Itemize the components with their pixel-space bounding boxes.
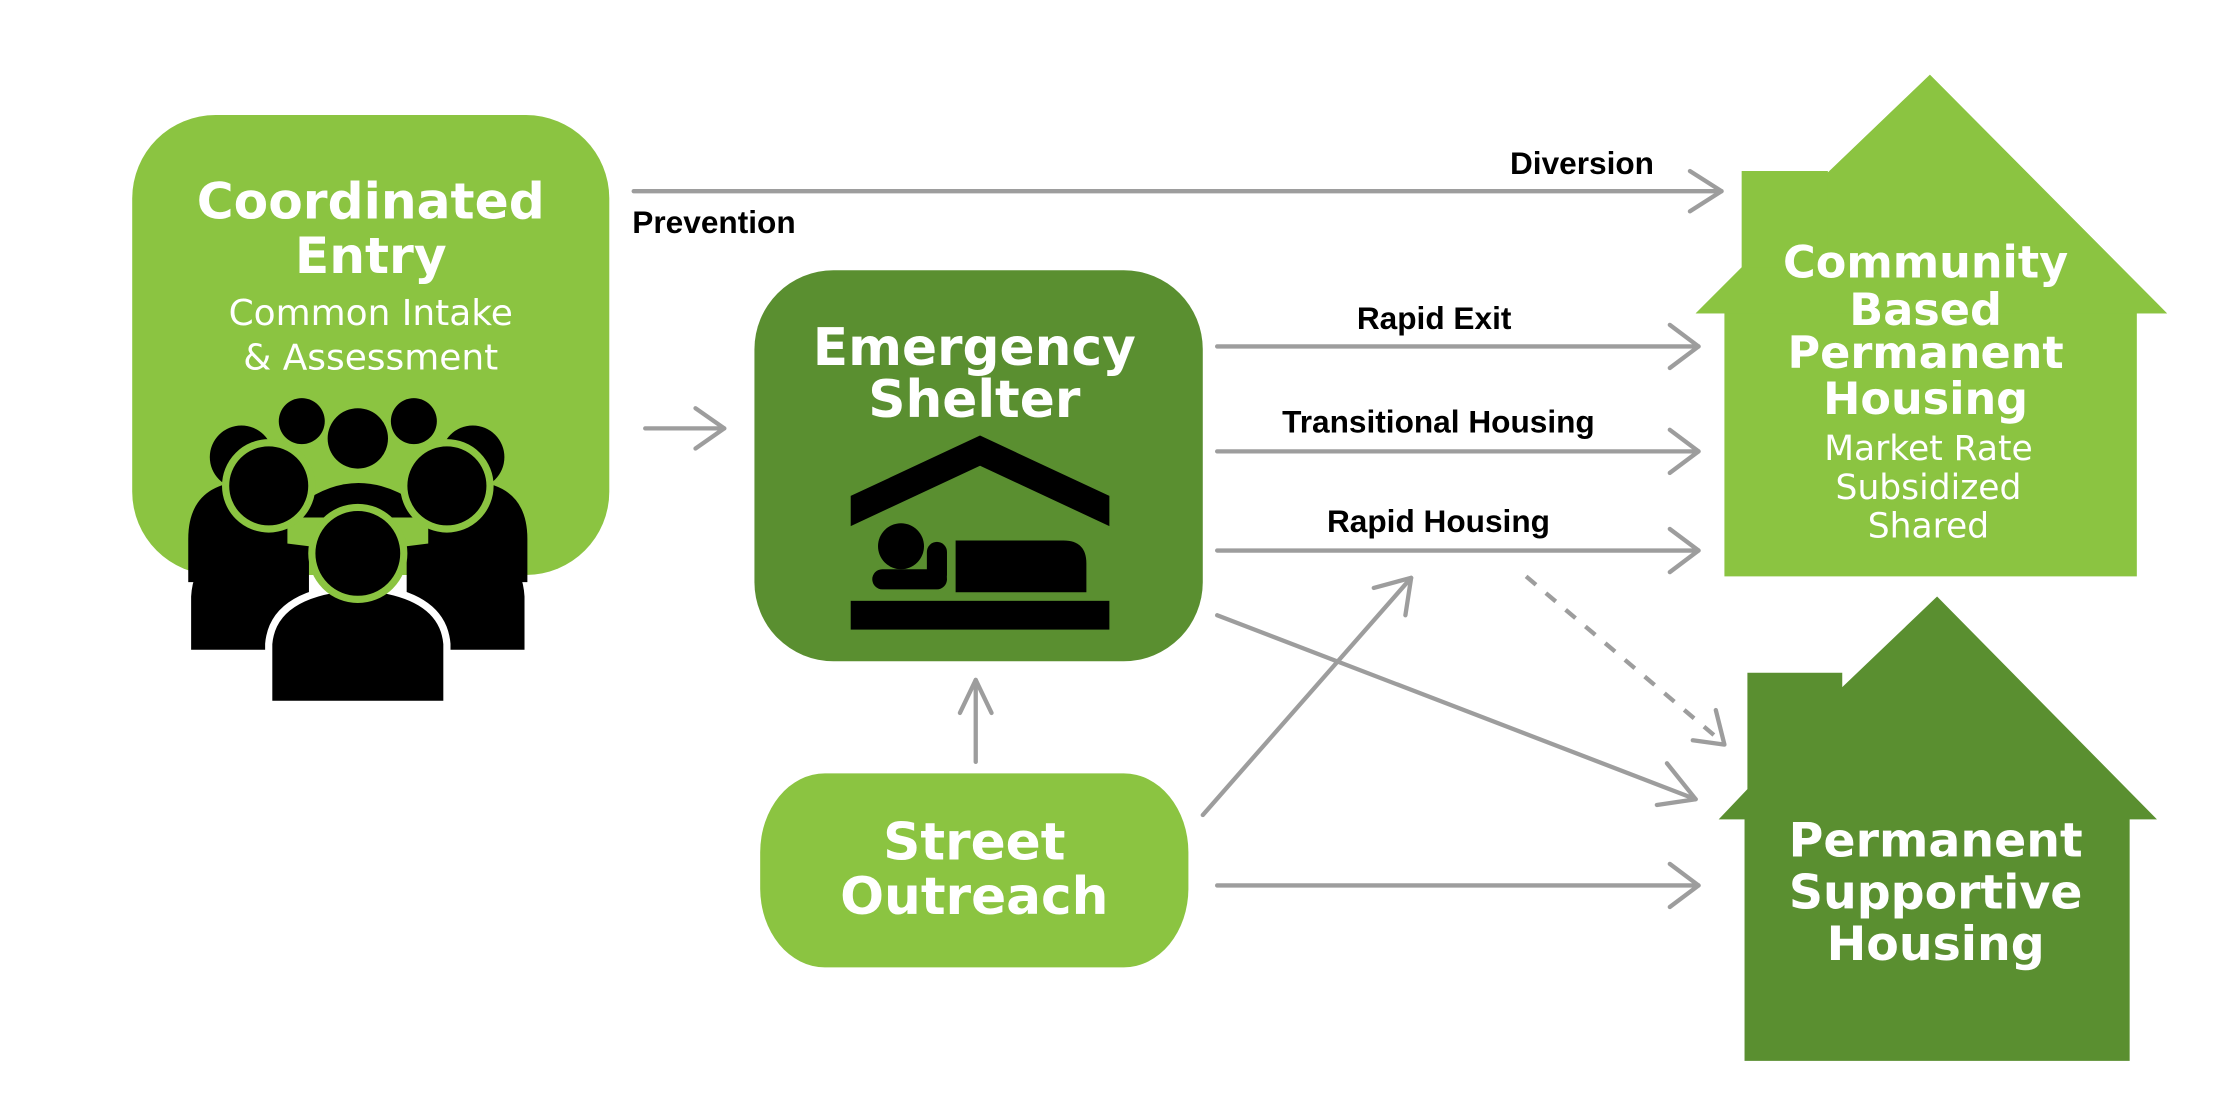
label-rapid-housing: Rapid Housing xyxy=(1327,503,1550,539)
arrow-rapid-housing xyxy=(1214,526,1701,575)
community-housing-title-line-1: Community xyxy=(1783,236,2068,288)
arrows xyxy=(631,168,1727,910)
community-housing-subtitle-line-2: Subsidized xyxy=(1836,468,2022,508)
arrow-transitional-housing xyxy=(1214,427,1701,476)
psh-title-line-2: Supportive xyxy=(1789,865,2083,920)
psh-title-line-3: Housing xyxy=(1827,917,2045,972)
node-permanent-supportive-housing: Permanent Supportive Housing xyxy=(1718,596,2157,1061)
arrow-entry-to-shelter xyxy=(643,406,727,451)
node-coordinated-entry: Coordinated Entry Common Intake & Assess… xyxy=(132,114,610,708)
community-housing-subtitle-line-3: Shared xyxy=(1868,507,1989,547)
psh-title-line-1: Permanent xyxy=(1789,814,2083,869)
arrow-outreach-to-shelter xyxy=(957,677,994,764)
node-community-based-permanent-housing: Community Based Permanent Housing Market… xyxy=(1695,74,2168,577)
arrow-rapid-housing-to-psh-dashed xyxy=(1524,574,1727,747)
arrow-diversion xyxy=(631,168,1724,214)
coordinated-entry-subtitle-line-2: & Assessment xyxy=(243,337,498,378)
emergency-shelter-title-line-1: Emergency xyxy=(813,318,1136,378)
label-diversion: Diversion xyxy=(1510,145,1654,181)
arrow-shelter-to-psh xyxy=(1214,613,1698,808)
arrow-outreach-to-psh xyxy=(1214,861,1701,910)
arrow-rapid-exit xyxy=(1214,322,1701,371)
arrow-outreach-to-rapid-housing xyxy=(1200,575,1414,818)
coordinated-entry-title-line-2: Entry xyxy=(295,226,447,285)
street-outreach-title-line-2: Outreach xyxy=(840,867,1108,927)
street-outreach-box xyxy=(760,773,1189,968)
label-transitional-housing: Transitional Housing xyxy=(1282,404,1595,440)
street-outreach-title-line-1: Street xyxy=(883,813,1065,873)
label-rapid-exit: Rapid Exit xyxy=(1357,300,1512,336)
people-group-icon xyxy=(188,398,528,708)
node-street-outreach: Street Outreach xyxy=(760,773,1189,968)
community-housing-title-line-4: Housing xyxy=(1823,373,2028,425)
label-prevention: Prevention xyxy=(632,204,795,240)
community-housing-roof-fill xyxy=(1695,74,2168,314)
node-emergency-shelter: Emergency Shelter xyxy=(754,270,1203,662)
emergency-shelter-title-line-2: Shelter xyxy=(868,370,1081,430)
community-housing-title-line-3: Permanent xyxy=(1787,327,2063,379)
community-housing-subtitle-line-1: Market Rate xyxy=(1824,429,2033,469)
shelter-sleeping-person-icon xyxy=(850,435,1110,630)
community-housing-title-line-2: Based xyxy=(1849,284,2002,336)
psh-house-shape xyxy=(1718,596,2157,1061)
coordinated-entry-title-line-1: Coordinated xyxy=(197,171,545,230)
coordinated-entry-subtitle-line-1: Common Intake xyxy=(229,293,513,334)
